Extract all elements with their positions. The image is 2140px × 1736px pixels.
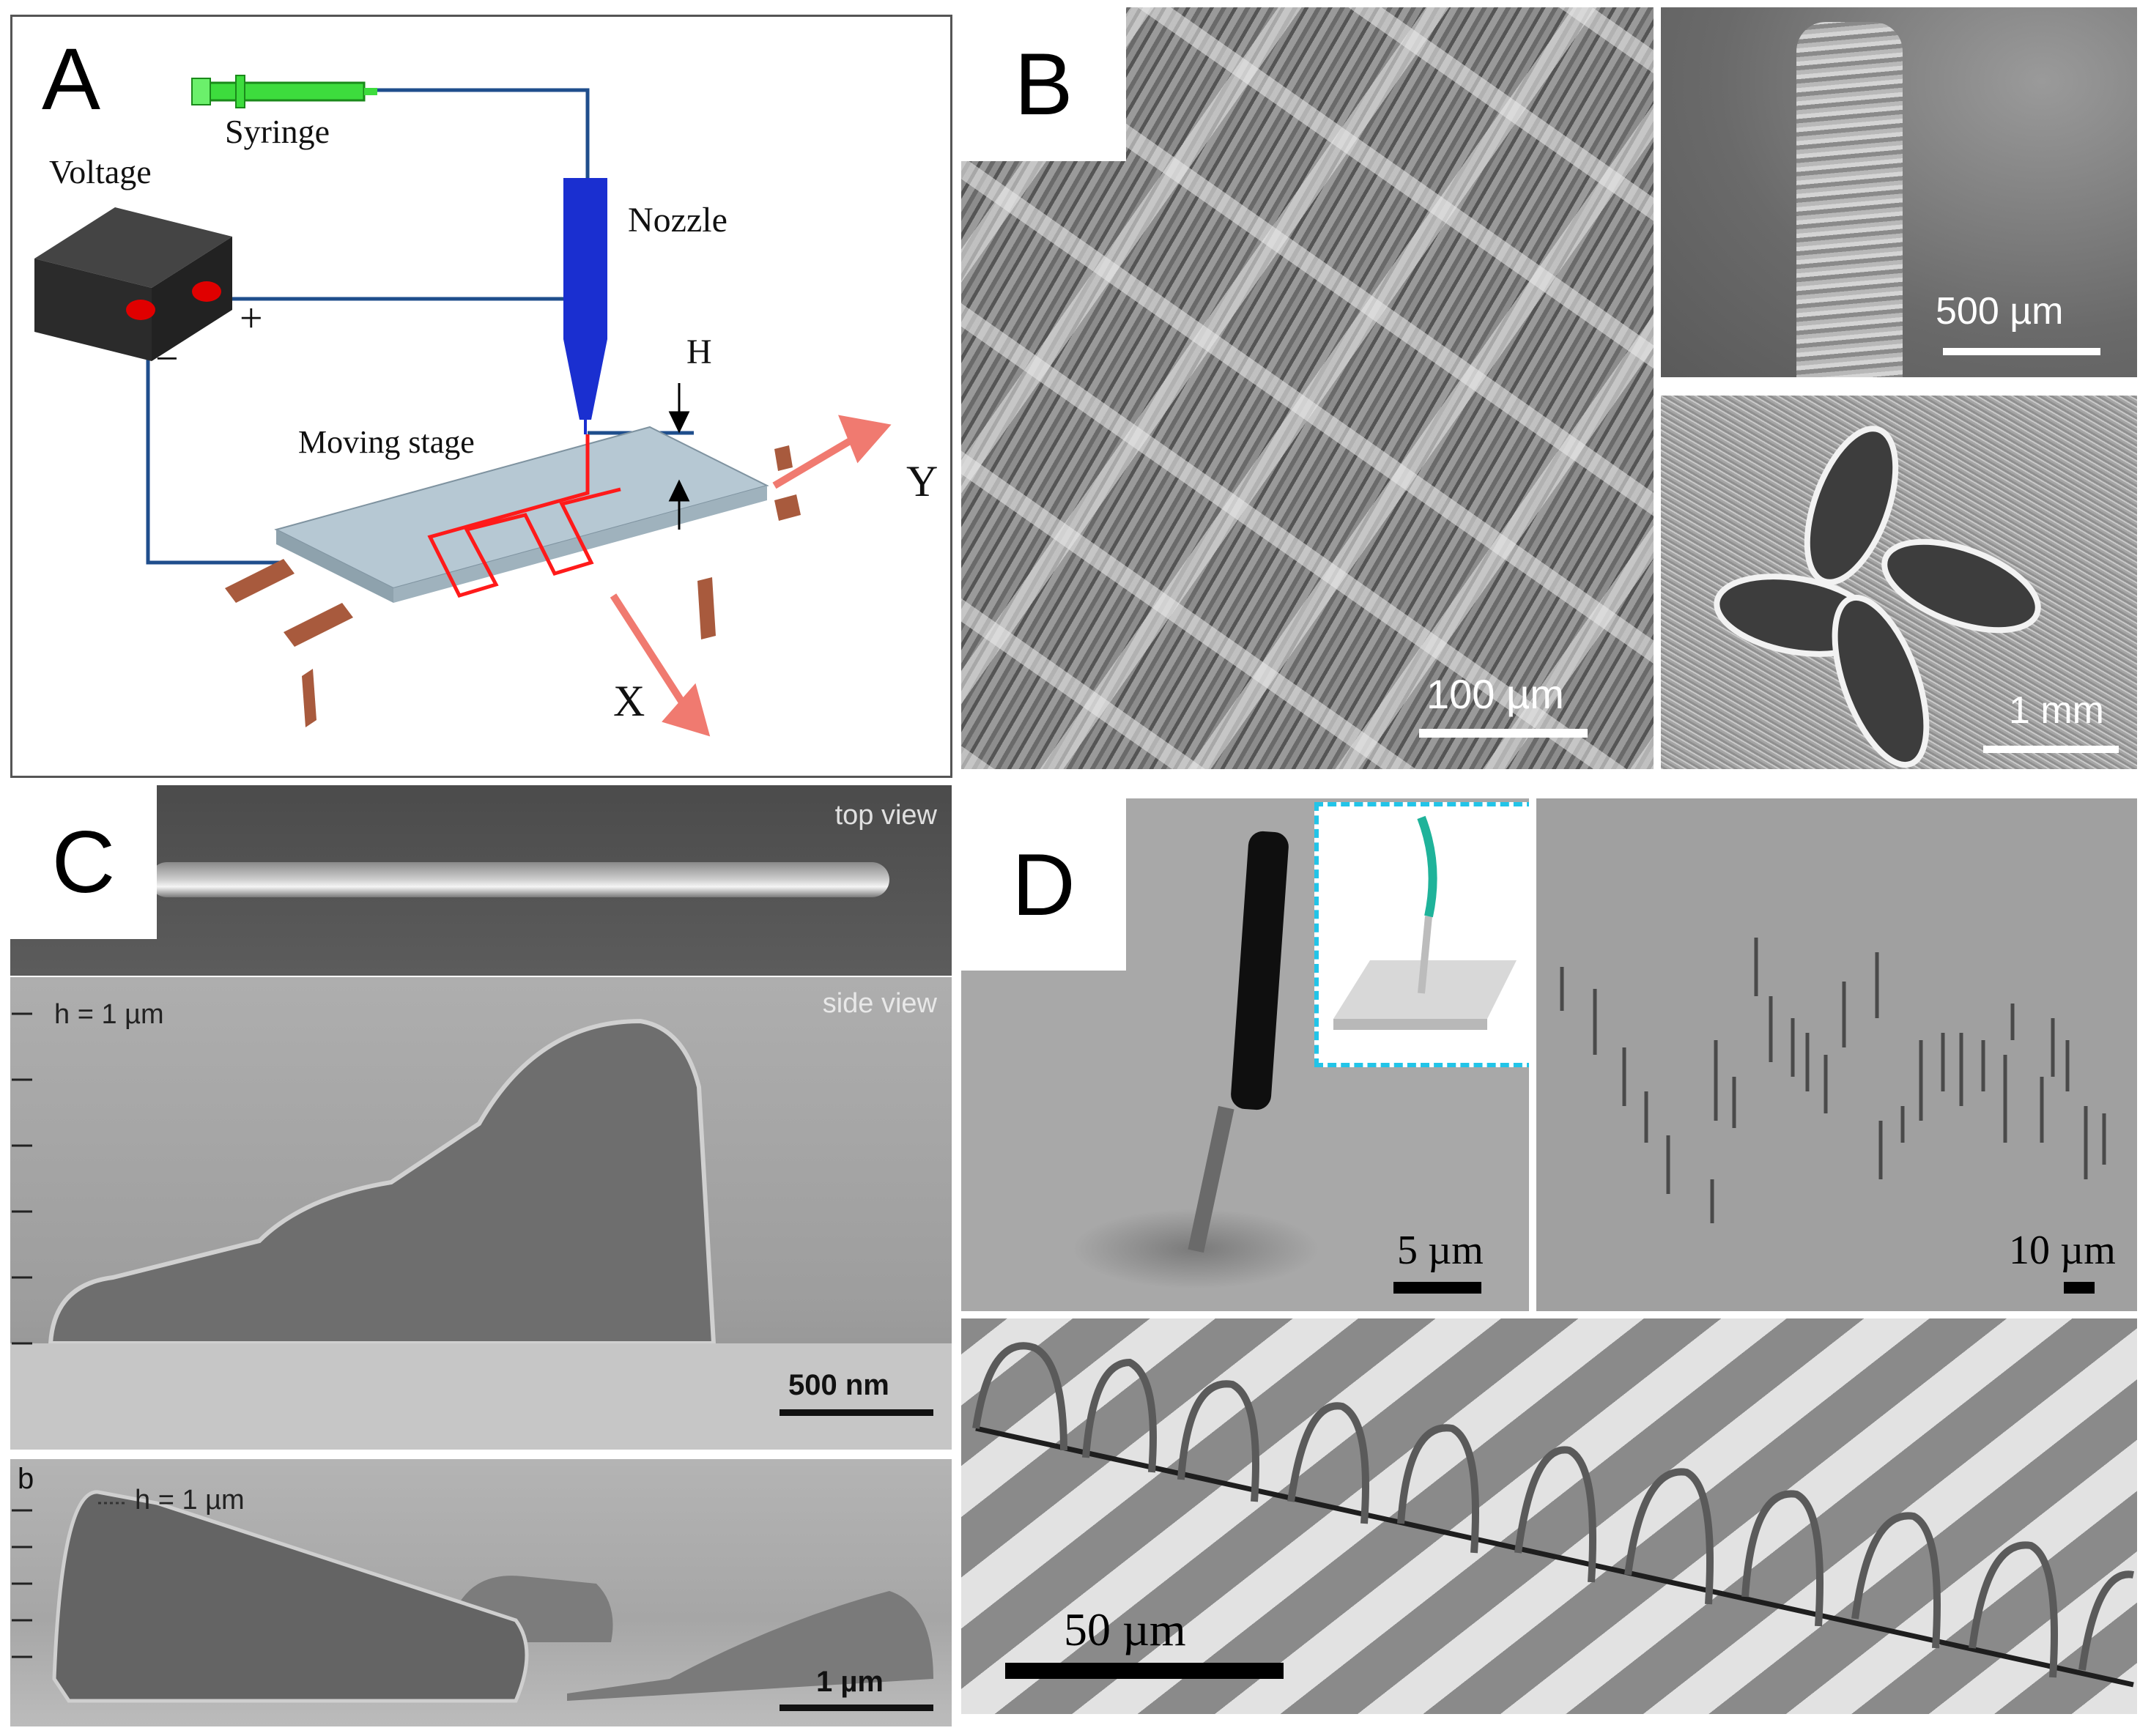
sbar-b-tr-line xyxy=(1943,348,2100,355)
sbar-d-left-text: 5 µm xyxy=(1397,1228,1484,1273)
panel-b-letter: B xyxy=(961,7,1126,161)
sbar-b-main-text: 100 µm xyxy=(1426,671,1564,717)
panel-d: 5 µm 10 µm xyxy=(961,798,2137,1714)
label-syringe: Syringe xyxy=(225,113,330,150)
sbar-b-main-line xyxy=(1419,729,1588,738)
pillar-array xyxy=(1560,938,2106,1223)
panel-d-loops-image: 50 µm xyxy=(961,1318,2137,1714)
side-view-label: side view xyxy=(822,988,937,1019)
pillar-top xyxy=(1229,830,1290,1111)
panel-c-top-view: top view xyxy=(10,785,952,976)
side-view-structure xyxy=(10,1012,952,1450)
panel-a-letter: A xyxy=(41,30,101,128)
loop-structures xyxy=(972,1342,2134,1688)
panel-c-sub-b: b h = 1 µm 1 µm xyxy=(10,1459,952,1726)
print-path xyxy=(427,434,621,598)
sbar-d-right-line xyxy=(2064,1282,2095,1294)
sub-b-letter: b xyxy=(18,1463,34,1495)
sbar-d-bottom-text: 50 µm xyxy=(1064,1603,1186,1655)
label-voltage: Voltage xyxy=(49,153,152,190)
top-view-label: top view xyxy=(834,800,937,831)
panel-b-main-image: 100 µm xyxy=(961,7,1654,769)
label-h: H xyxy=(686,333,712,371)
label-moving-stage: Moving stage xyxy=(298,424,475,460)
sbar-d-right-text: 10 µm xyxy=(2009,1228,2116,1273)
sbar-d-left-line xyxy=(1393,1282,1481,1294)
inset-drawing xyxy=(1333,815,1517,1030)
panel-d-letter-label: D xyxy=(961,798,1126,971)
label-minus: − xyxy=(155,336,179,382)
sbar-b-br-line xyxy=(1983,746,2119,753)
label-x: X xyxy=(613,677,645,725)
wire-syringe-nozzle xyxy=(364,88,590,182)
panel-b-clover-image: 1 mm xyxy=(1661,396,2137,769)
sbar-b-br-text: 1 mm xyxy=(2009,689,2104,732)
label-nozzle: Nozzle xyxy=(628,201,727,240)
voltage-box-icon xyxy=(34,207,232,361)
panel-d-array-image: 10 µm xyxy=(1536,798,2137,1311)
nozzle-icon xyxy=(563,178,607,434)
inset-schematic xyxy=(1314,802,1529,1067)
label-plus: + xyxy=(240,296,263,341)
clover-shape xyxy=(1714,426,2041,768)
panel-a-schematic xyxy=(34,75,892,737)
sub-b-scale-text: 1 µm xyxy=(816,1666,884,1698)
panel-c-side-view: side view h = 1 µm 500 nm xyxy=(10,977,952,1450)
label-y: Y xyxy=(906,457,938,505)
sbar-d-bottom-line xyxy=(1005,1663,1284,1679)
sbar-b-tr-text: 500 µm xyxy=(1936,290,2064,333)
syringe-icon xyxy=(191,75,377,108)
panel-b-tube-image: 500 µm xyxy=(1661,7,2137,377)
panel-c-letter: C xyxy=(10,785,157,939)
panel-c: top view C side view h = 1 µm 500 nm xyxy=(10,785,952,1736)
side-h-label: h = 1 µm xyxy=(54,999,164,1030)
top-view-line xyxy=(149,862,889,897)
sub-b-h-label: h = 1 µm xyxy=(135,1485,245,1516)
panel-b: 100 µm B 500 µm 1 mm xyxy=(961,7,2137,769)
tube-shape xyxy=(1796,22,1903,377)
side-scale-text: 500 nm xyxy=(788,1369,889,1401)
panel-a: A Syringe Voltage Nozzle Moving stage + … xyxy=(10,15,952,778)
wire-voltage-minus xyxy=(146,339,284,565)
sub-b-structures xyxy=(12,1490,933,1711)
